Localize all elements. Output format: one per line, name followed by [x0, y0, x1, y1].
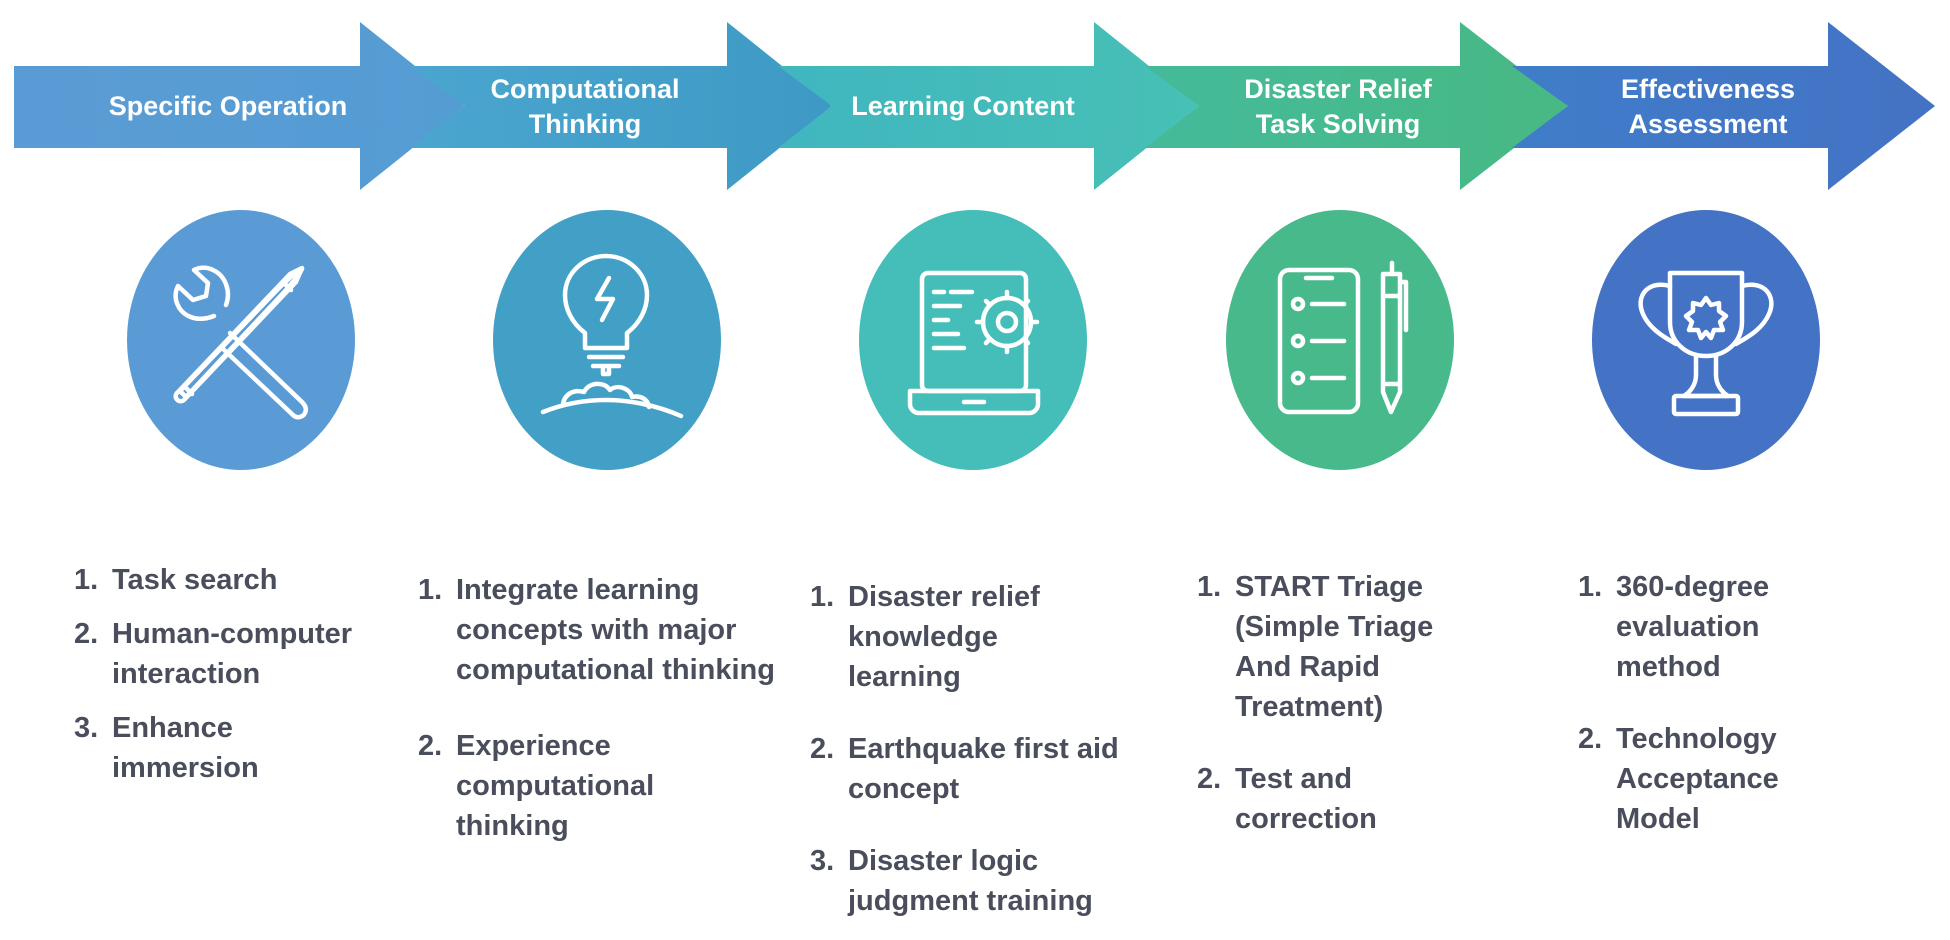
item-text: Technology Acceptance Model: [1616, 723, 1779, 835]
stage-title-effectiveness-2: Assessment: [1628, 109, 1787, 139]
list-specific-operation: 1. Task search 2. Human-computer interacti…: [74, 560, 404, 788]
circle-learning-content: [859, 210, 1087, 470]
stage-title-disaster-relief-1: Disaster Relief: [1244, 74, 1433, 104]
list-number: 2.: [810, 733, 835, 765]
list-number: 3.: [74, 712, 99, 744]
arrow-learning-content: [778, 22, 1199, 190]
list-number: 1.: [1197, 571, 1222, 603]
column-disaster-relief: 1. START Triage (Simple Triage And Rapid …: [1197, 567, 1477, 853]
list-item: 2. Test and correction: [1197, 759, 1435, 839]
list-number: 2.: [1197, 763, 1222, 795]
circle-effectiveness: [1592, 210, 1820, 470]
list-item: 1. 360-degree evaluation method: [1578, 567, 1816, 687]
list-number: 1.: [810, 581, 835, 613]
list-number: 2.: [418, 730, 443, 762]
list-item: 2. Earthquake first aid concept: [810, 729, 1138, 809]
stage-title-specific-operation: Specific Operation: [109, 91, 348, 121]
list-item: 1. Integrate learning concepts with major…: [418, 570, 788, 690]
list-item: 3. Disaster logic judgment training: [810, 841, 1158, 921]
item-text: Disaster relief knowledge learning: [848, 581, 1040, 693]
item-text: Human-computer interaction: [112, 618, 353, 690]
list-number: 2.: [74, 618, 99, 650]
item-text: Earthquake first aid concept: [848, 733, 1119, 805]
trophy-icon: [1638, 270, 1774, 417]
item-text: Integrate learning concepts with major c…: [456, 574, 775, 686]
column-specific-operation: 1. Task search 2. Human-computer interacti…: [74, 560, 404, 802]
column-learning-content: 1. Disaster relief knowledge learning 2. E…: [810, 577, 1140, 935]
stage-title-computational-thinking-1: Computational: [491, 74, 680, 104]
list-learning-content: 1. Disaster relief knowledge learning 2. E…: [810, 577, 1140, 921]
list-number: 3.: [810, 845, 835, 877]
list-item: 3. Enhance immersion: [74, 708, 312, 788]
column-effectiveness: 1. 360-degree evaluation method 2. Technol…: [1578, 567, 1838, 853]
item-text: Task search: [112, 564, 278, 596]
arrow-computational-thinking: [410, 22, 832, 190]
stage-title-learning-content: Learning Content: [851, 91, 1075, 121]
circle-computational-thinking: [493, 210, 721, 470]
lightbulb-icon: [540, 253, 684, 419]
arrow-effectiveness-assessment: [1512, 22, 1935, 190]
column-computational-thinking: 1. Integrate learning concepts with major…: [418, 570, 788, 860]
list-number: 1.: [418, 574, 443, 606]
list-item: 1. Task search: [74, 560, 404, 600]
list-item: 2. Technology Acceptance Model: [1578, 719, 1846, 839]
arrow-specific-operation: [14, 22, 465, 190]
item-text: Test and correction: [1235, 763, 1377, 835]
item-text: 360-degree evaluation method: [1616, 571, 1770, 683]
list-effectiveness: 1. 360-degree evaluation method 2. Technol…: [1578, 567, 1838, 839]
tools-icon: [173, 265, 309, 420]
item-text: Experience computational thinking: [456, 730, 655, 842]
list-computational-thinking: 1. Integrate learning concepts with major…: [418, 570, 788, 846]
list-item: 1. Disaster relief knowledge learning: [810, 577, 1098, 697]
arrow-disaster-relief: [1145, 22, 1568, 190]
list-item: 2. Human-computer interaction: [74, 614, 397, 694]
stage-title-effectiveness-1: Effectiveness: [1621, 74, 1795, 104]
checklist-pen-icon: [1277, 260, 1409, 415]
laptop-gear-icon: [907, 270, 1041, 416]
list-item: 2. Experience computational thinking: [418, 726, 716, 846]
list-disaster-relief: 1. START Triage (Simple Triage And Rapid …: [1197, 567, 1477, 839]
list-number: 1.: [1578, 571, 1603, 603]
stage-title-disaster-relief-2: Task Solving: [1256, 109, 1421, 139]
item-text: Disaster logic judgment training: [848, 845, 1093, 917]
stage-title-computational-thinking-2: Thinking: [529, 109, 641, 139]
item-text: START Triage (Simple Triage And Rapid Tr…: [1235, 571, 1434, 723]
list-number: 1.: [74, 564, 99, 596]
item-text: Enhance immersion: [112, 712, 259, 784]
list-number: 2.: [1578, 723, 1603, 755]
list-item: 1. START Triage (Simple Triage And Rapid …: [1197, 567, 1475, 727]
